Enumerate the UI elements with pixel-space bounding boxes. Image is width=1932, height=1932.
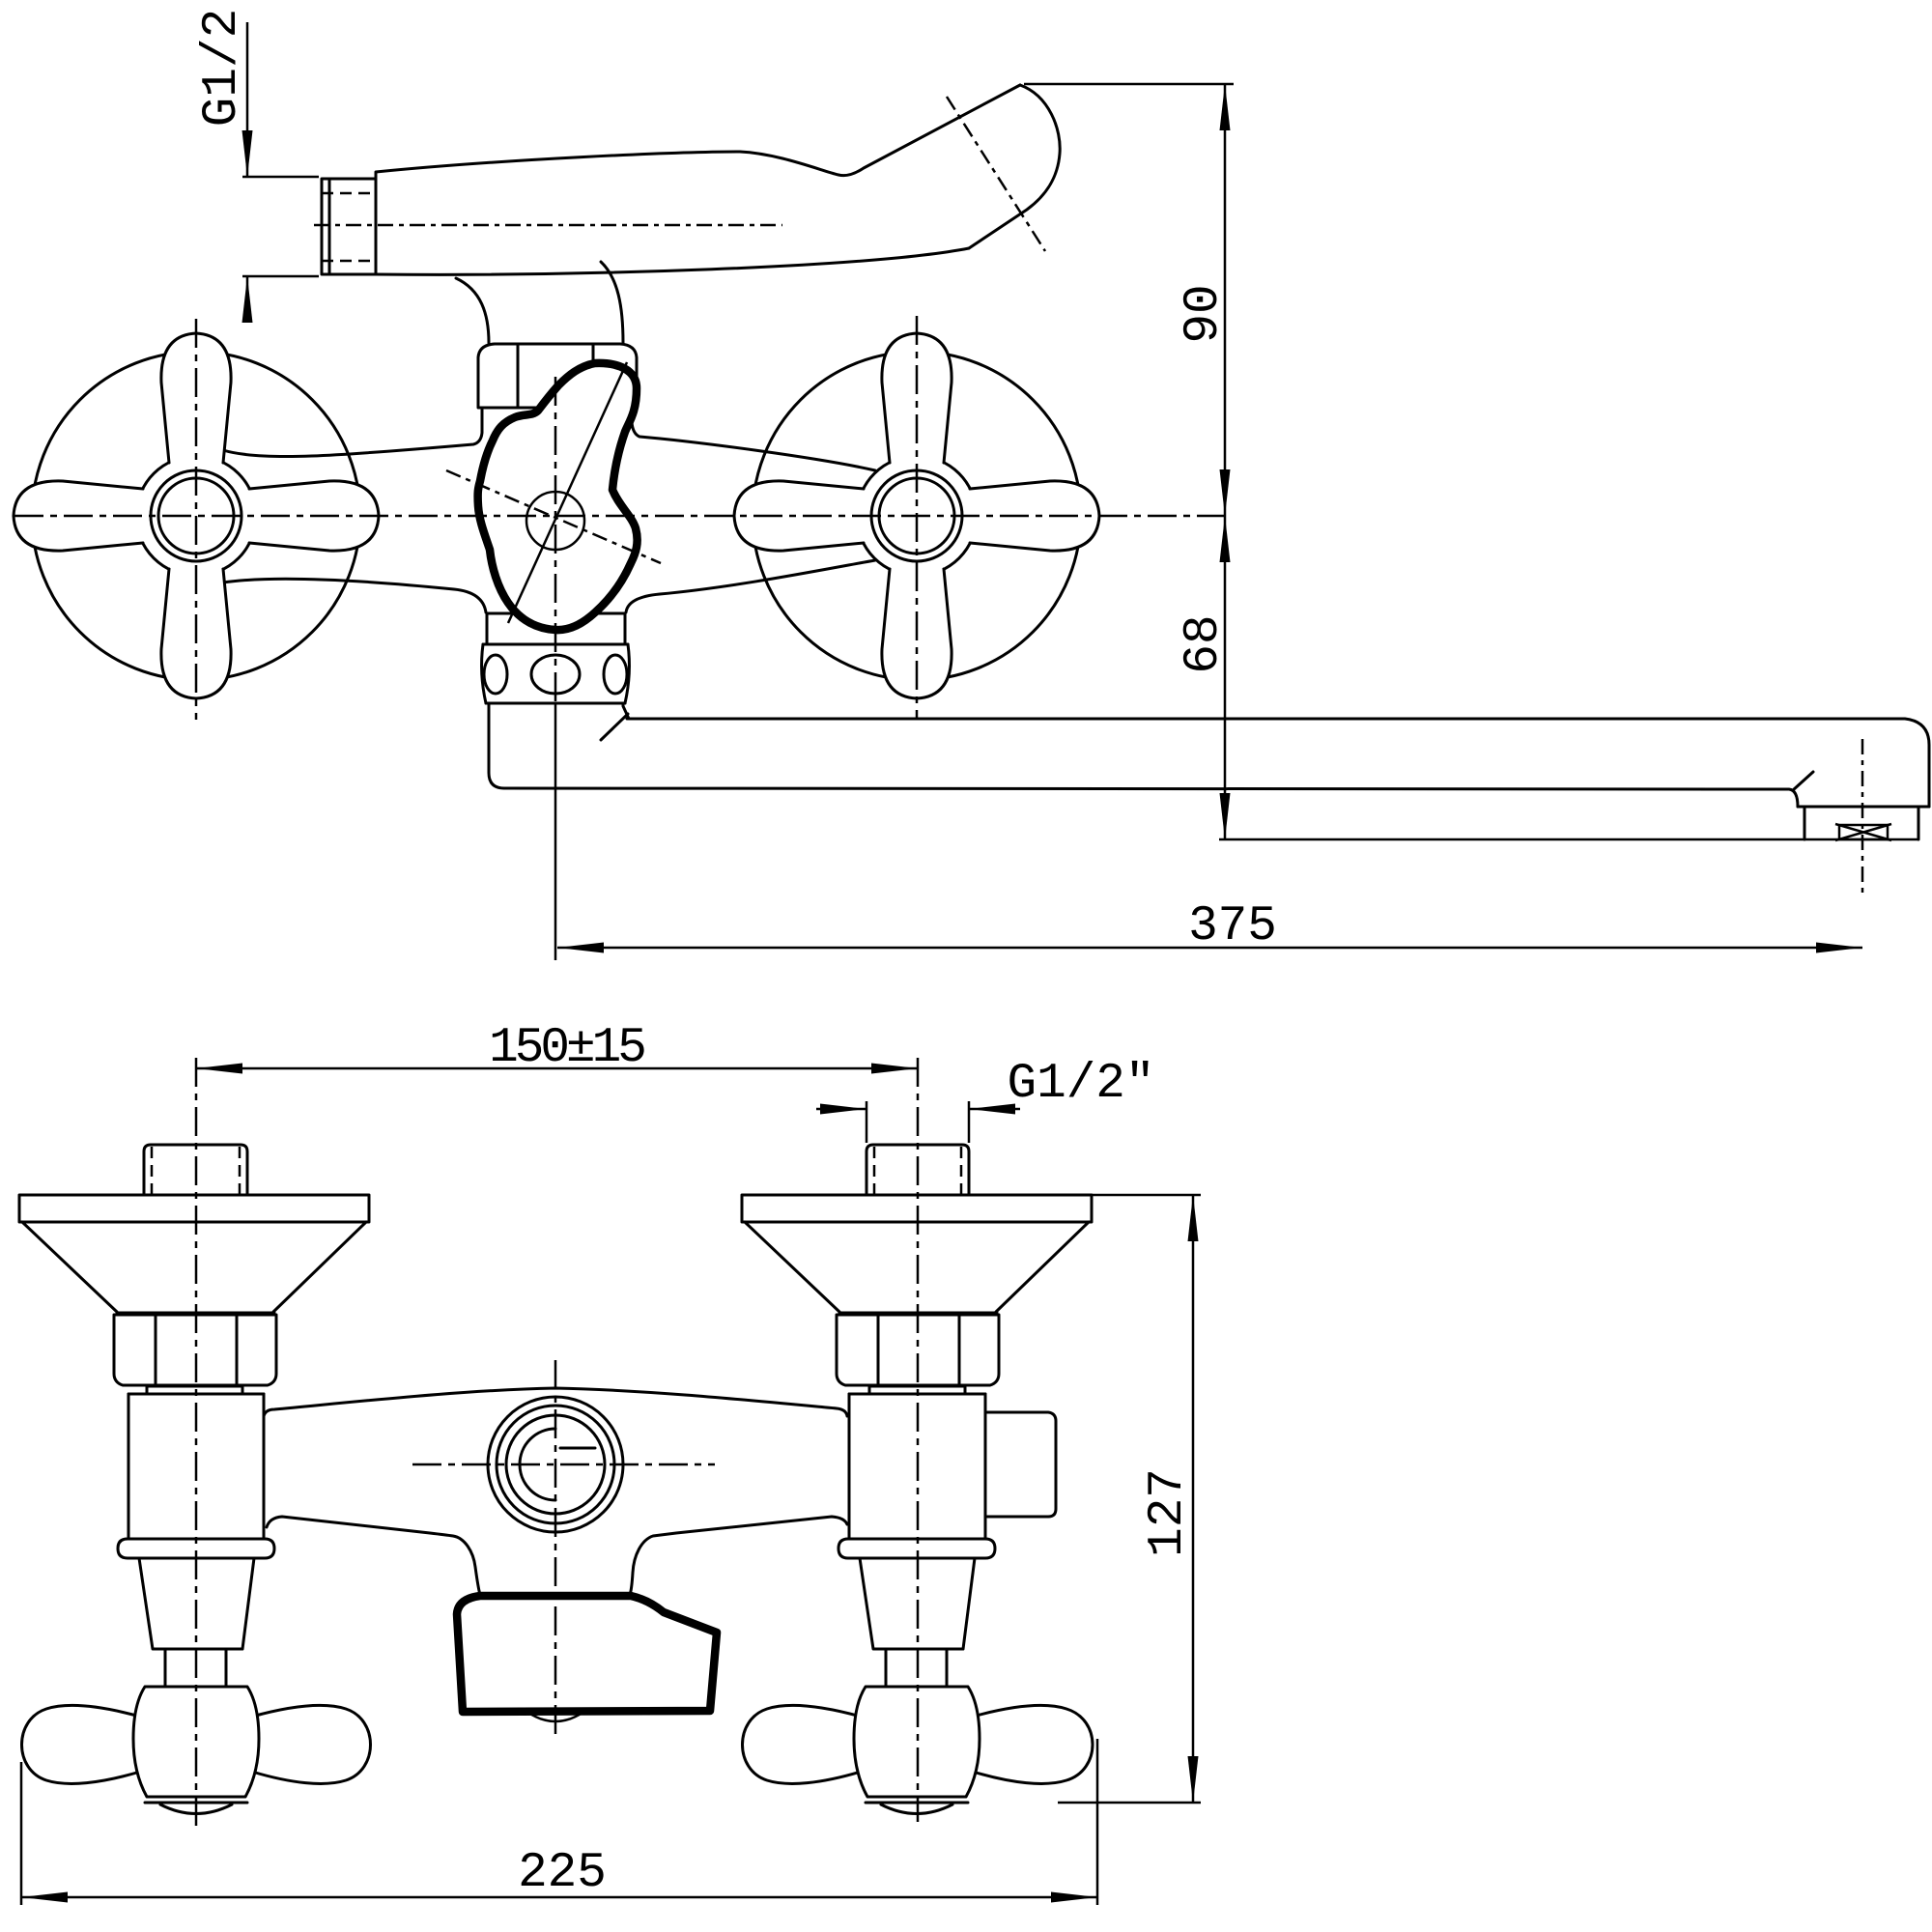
svg-text:68: 68 bbox=[1177, 614, 1232, 673]
svg-text:G1/2″: G1/2″ bbox=[1007, 1057, 1154, 1112]
svg-text:375: 375 bbox=[1188, 899, 1277, 954]
svg-text:90: 90 bbox=[1177, 284, 1232, 343]
svg-text:G1/2: G1/2 bbox=[195, 9, 250, 127]
svg-text:127: 127 bbox=[1141, 1468, 1196, 1557]
svg-text:225: 225 bbox=[518, 1846, 607, 1901]
svg-text:150±15: 150±15 bbox=[489, 1021, 644, 1076]
